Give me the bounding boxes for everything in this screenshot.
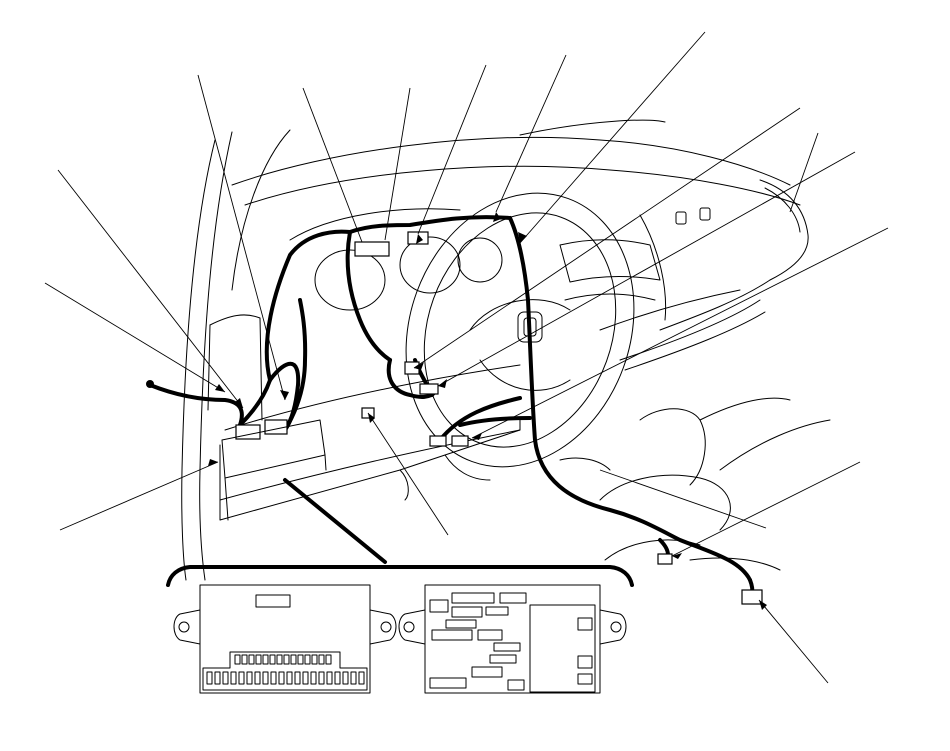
fuse-box-pin-row-lower bbox=[206, 671, 365, 685]
connector-center-1 bbox=[429, 435, 447, 447]
wiring-harness bbox=[146, 215, 755, 597]
detail-callout bbox=[166, 478, 634, 587]
connector-column-2 bbox=[419, 383, 439, 395]
fuse-box-pin-row-upper bbox=[234, 654, 332, 665]
harness-connectors bbox=[235, 231, 763, 605]
callout-leaders bbox=[44, 31, 889, 684]
connector-cluster-1 bbox=[354, 241, 390, 257]
under-dash-fuse-box bbox=[221, 419, 327, 521]
fuse-box-front-detail bbox=[173, 584, 397, 694]
fuse-box-rear-detail bbox=[398, 584, 627, 694]
connector-center-2 bbox=[451, 435, 469, 447]
connector-floor bbox=[741, 589, 763, 605]
connector-console bbox=[657, 553, 673, 565]
dashboard-outline bbox=[181, 119, 831, 581]
